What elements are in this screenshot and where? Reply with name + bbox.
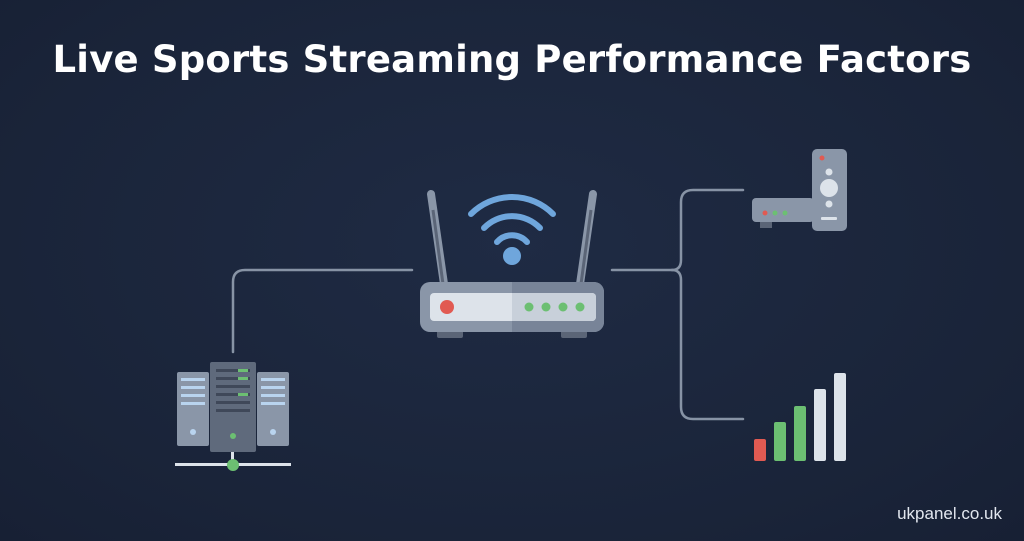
wifi-signal-icon — [468, 194, 556, 245]
signal-bar — [754, 439, 766, 461]
connector-router-signal — [670, 268, 745, 421]
connector-router-streaming-device — [670, 188, 745, 272]
signal-bar — [814, 389, 826, 461]
signal-bars-icon — [754, 373, 846, 461]
diagram-title: Live Sports Streaming Performance Factor… — [52, 38, 972, 81]
connector-lines — [231, 188, 745, 421]
connector-server-router — [231, 268, 414, 354]
wifi-router-icon — [420, 190, 604, 338]
signal-bar — [834, 373, 846, 461]
server-rack-icon — [175, 362, 291, 471]
signal-bar — [774, 422, 786, 461]
signal-bar — [794, 406, 806, 461]
streaming-box-remote-icon — [752, 149, 847, 231]
site-watermark: ukpanel.co.uk — [897, 504, 1002, 523]
